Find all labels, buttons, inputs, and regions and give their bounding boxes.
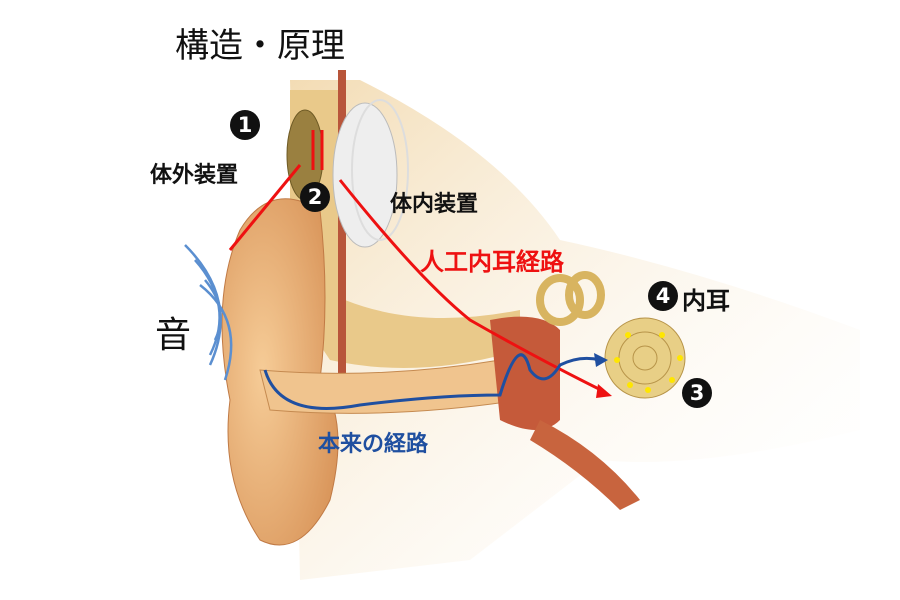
skull-tissue — [290, 80, 860, 580]
ci-pathway-line — [338, 179, 606, 394]
natural-pathway-arrowhead — [594, 353, 608, 367]
middle-ear — [490, 316, 560, 430]
cochlea — [604, 317, 686, 399]
label-inner-ear: 内耳 — [682, 287, 730, 315]
label-internal-device: 体内装置 — [390, 192, 479, 217]
marker-2: 2 — [300, 182, 330, 212]
semicircular-canals — [536, 271, 605, 326]
natural-pathway-line — [263, 353, 601, 410]
eustachian-tube — [530, 420, 640, 510]
marker-4: 4 — [648, 281, 678, 311]
label-ci-pathway: 人工内耳経路 — [420, 248, 564, 276]
electrode-stars — [614, 332, 683, 393]
ci-pathway-line-external — [228, 164, 302, 251]
label-external-device: 体外装置 — [150, 163, 239, 188]
label-natural-pathway: 本来の経路 — [318, 432, 429, 457]
internal-device — [332, 102, 398, 248]
marker-1: 1 — [230, 110, 260, 140]
ci-pathway-arrowhead — [596, 384, 612, 398]
page-title: 構造・原理 — [175, 26, 345, 66]
marker-3: 3 — [682, 378, 712, 408]
sound-waves — [184, 244, 233, 381]
label-sound: 音 — [155, 315, 192, 356]
